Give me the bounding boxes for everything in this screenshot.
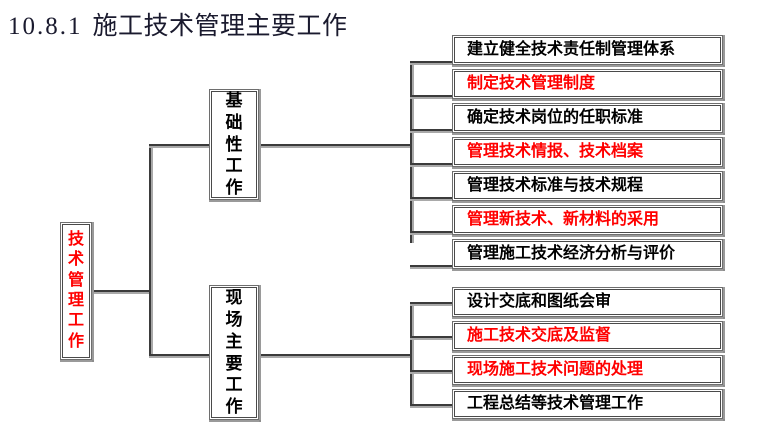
connector-leaf-stub-11: [410, 404, 454, 406]
leaf-node-7[interactable]: 管理施工技术经济分析与评价: [452, 239, 723, 269]
connector-leaf-stub-3: [410, 129, 454, 131]
node-branch1-char-0: 基: [225, 91, 243, 111]
node-root-char-5: 作: [67, 332, 84, 350]
connector-branch1-stub: [149, 144, 209, 146]
node-branch2-char-4: 工: [225, 375, 243, 395]
node-branch2-char-3: 要: [225, 353, 243, 373]
node-branch2-char-1: 场: [225, 310, 243, 329]
connector-root-spine: [149, 144, 151, 356]
node-root-char-3: 理: [67, 292, 84, 309]
connector-leaf-stub-5: [410, 197, 454, 199]
connector-leaf-stub-8: [410, 302, 454, 304]
connector-branch2-spine: [410, 302, 412, 408]
connector-leaf-stub-6: [410, 231, 454, 233]
leaf-node-8[interactable]: 设计交底和图纸会审: [452, 287, 723, 317]
page-title-number: 10.8.1: [8, 13, 83, 40]
node-branch2-char-2: 主: [225, 331, 243, 351]
node-root-char-1: 术: [67, 251, 84, 269]
node-branch2-char-5: 作: [225, 397, 243, 416]
leaf-node-11[interactable]: 工程总结等技术管理工作: [452, 389, 723, 419]
leaf-node-2[interactable]: 制定技术管理制度: [452, 69, 723, 99]
node-root-char-4: 工: [67, 312, 84, 330]
connector-leaf-stub-10: [410, 370, 454, 372]
page-title: 10.8.1 施工技术管理主要工作: [8, 10, 348, 44]
node-branch2-char-0: 现: [225, 288, 243, 308]
connector-leaf-stub-7: [410, 265, 454, 267]
node-branch-site-work[interactable]: 现 场 主 要 工 作: [209, 285, 259, 420]
connector-branch2-out: [258, 354, 411, 356]
connector-root-stub: [92, 290, 150, 292]
connector-leaf-stub-1: [410, 61, 454, 63]
connector-leaf-stub-4: [410, 163, 454, 165]
leaf-node-3[interactable]: 确定技术岗位的任职标准: [452, 103, 723, 133]
leaf-node-4[interactable]: 管理技术情报、技术档案: [452, 137, 723, 167]
node-root-char-0: 技: [67, 230, 84, 248]
leaf-node-6[interactable]: 管理新技术、新材料的采用: [452, 205, 723, 235]
page-title-text: 施工技术管理主要工作: [92, 13, 348, 40]
node-branch1-char-3: 工: [225, 156, 243, 176]
node-branch1-char-2: 性: [225, 134, 243, 154]
connector-branch1-out: [258, 144, 411, 146]
leaf-node-1[interactable]: 建立健全技术责任制管理体系: [452, 35, 723, 65]
connector-leaf-stub-2: [410, 95, 454, 97]
node-branch-basic-work[interactable]: 基 础 性 工 作: [209, 89, 259, 200]
leaf-node-10[interactable]: 现场施工技术问题的处理: [452, 355, 723, 385]
leaf-node-9[interactable]: 施工技术交底及监督: [452, 321, 723, 351]
node-root[interactable]: 技 术 管 理 工 作: [60, 222, 92, 360]
connector-branch2-stub: [149, 354, 209, 356]
connector-leaf-stub-9: [410, 336, 454, 338]
leaf-node-5[interactable]: 管理技术标准与技术规程: [452, 171, 723, 201]
node-branch1-char-1: 础: [225, 112, 243, 132]
connector-branch1-spine: [410, 62, 412, 243]
node-branch1-char-4: 作: [225, 178, 243, 198]
node-root-char-2: 管: [67, 271, 84, 289]
